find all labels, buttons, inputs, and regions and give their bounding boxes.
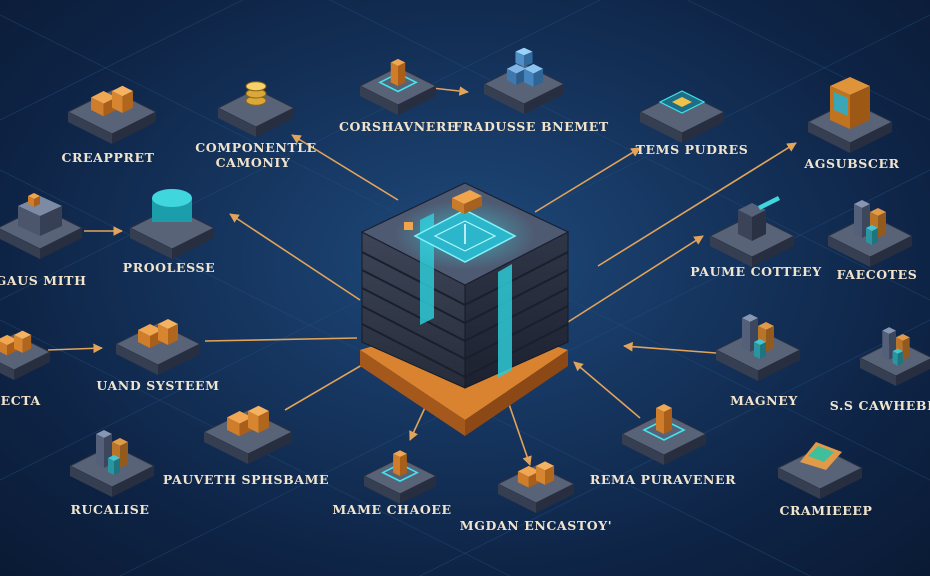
circuit-chip-icon <box>658 90 706 114</box>
refinery-towers-icon <box>882 327 910 366</box>
arrow-componentle <box>291 134 399 201</box>
node-label-egaus-mith: EGAUS MITH <box>0 273 86 288</box>
node-label-creapprt: CREAPPRET <box>62 150 155 165</box>
node-label-agsubscer: AGSUBSCER <box>803 156 899 171</box>
node-label-rema-puravener: REMA PURAVENER <box>590 472 736 487</box>
node-label-mame-chaoee: MAME CHAOEE <box>332 502 451 517</box>
node-label-corshavnere: CORSHAVNERE <box>339 119 457 134</box>
blue-cubes-icon <box>506 47 544 87</box>
node-lecta <box>0 330 52 380</box>
node-egaus-mith <box>0 193 84 259</box>
node-label-magney: MAGNEY <box>730 393 798 408</box>
teal-cylinder-icon <box>152 189 192 222</box>
node-label-mgdan: MGDAN ENCASTOY' <box>460 518 612 533</box>
container-boxes-icon <box>227 405 269 437</box>
node-tems-pudres <box>638 90 726 143</box>
node-label-faecotes: FAECOTES <box>837 267 918 282</box>
node-label-pauveth: PAUVETH SPHSBAME <box>163 472 329 487</box>
office-building-icon <box>742 314 774 359</box>
node-rema-puravener <box>620 404 708 465</box>
orange-blocks-icon <box>91 85 133 117</box>
central-server-icon <box>360 182 570 436</box>
orange-parts-icon <box>0 330 32 356</box>
node-pauveth <box>202 405 294 464</box>
node-label-proolesse: PROOLESSE <box>123 260 216 275</box>
hologram-figure-icon <box>381 450 419 483</box>
arrow-uand <box>204 337 358 342</box>
robot-arm-icon <box>738 196 780 241</box>
arrow-rema <box>573 361 641 419</box>
node-label-s-s-cawheber: S.S CAWHEBER <box>830 398 930 413</box>
node-paume-cotteey <box>708 196 796 267</box>
node-rucalise <box>68 430 156 497</box>
node-label-lecta: LECTA <box>0 393 41 408</box>
arrow-pauveth <box>284 364 363 411</box>
arrow-lecta <box>47 343 103 354</box>
arrow-magney <box>623 341 717 354</box>
arrow-agsubscer <box>597 142 797 267</box>
arrow-proolesse <box>229 213 361 301</box>
node-cramieeep <box>776 442 864 499</box>
node-label-componentle-line1: COMPONENTLE <box>195 140 317 155</box>
arrow-tems-pudres <box>534 147 641 213</box>
node-label-cramieeep: CRAMIEEEP <box>779 503 872 518</box>
connector-arrows <box>47 86 797 466</box>
node-fradusse <box>482 47 566 114</box>
server-machine-icon <box>18 193 62 236</box>
nodes-layer <box>0 47 930 513</box>
node-mame-chaoee <box>362 450 438 504</box>
node-faecotes <box>826 200 914 267</box>
node-label-paume-cotteey: PAUME COTTEEY <box>690 264 822 279</box>
node-s-s-cawheber <box>858 327 930 386</box>
node-agsubscer <box>806 77 894 153</box>
gold-coin-stack-icon <box>245 81 267 106</box>
glowing-machine-icon <box>642 404 686 441</box>
city-buildings-icon <box>96 430 128 475</box>
labels-layer: CREAPPRET COMPONENTLE CAMONIY CORSHAVNER… <box>0 119 930 533</box>
node-label-rucalise: RUCALISE <box>71 502 150 517</box>
node-label-fradusse: FRADUSSE BNEMET <box>453 119 609 134</box>
node-componentle <box>216 81 296 137</box>
orange-package-icon <box>517 461 555 488</box>
orange-crates-icon <box>138 319 178 348</box>
monitor-screen-icon <box>830 77 870 129</box>
node-label-tems-pudres: TEMS PUDRES <box>636 142 749 157</box>
node-mgdan <box>496 461 576 513</box>
node-corshavnere <box>358 58 438 115</box>
green-leaf-icon <box>800 442 842 470</box>
node-proolesse <box>128 189 216 259</box>
arrow-paume <box>567 235 704 323</box>
node-label-uand-system: UAND SYSTEEM <box>96 378 219 393</box>
factory-tank-icon <box>854 200 886 245</box>
arrow-corshavnere <box>431 86 469 96</box>
node-magney <box>714 314 802 381</box>
worker-figure-icon <box>378 58 418 93</box>
node-label-componentle-line2: CAMONIY <box>216 155 291 170</box>
node-uand-system <box>114 319 202 375</box>
node-creapprt <box>66 85 158 144</box>
